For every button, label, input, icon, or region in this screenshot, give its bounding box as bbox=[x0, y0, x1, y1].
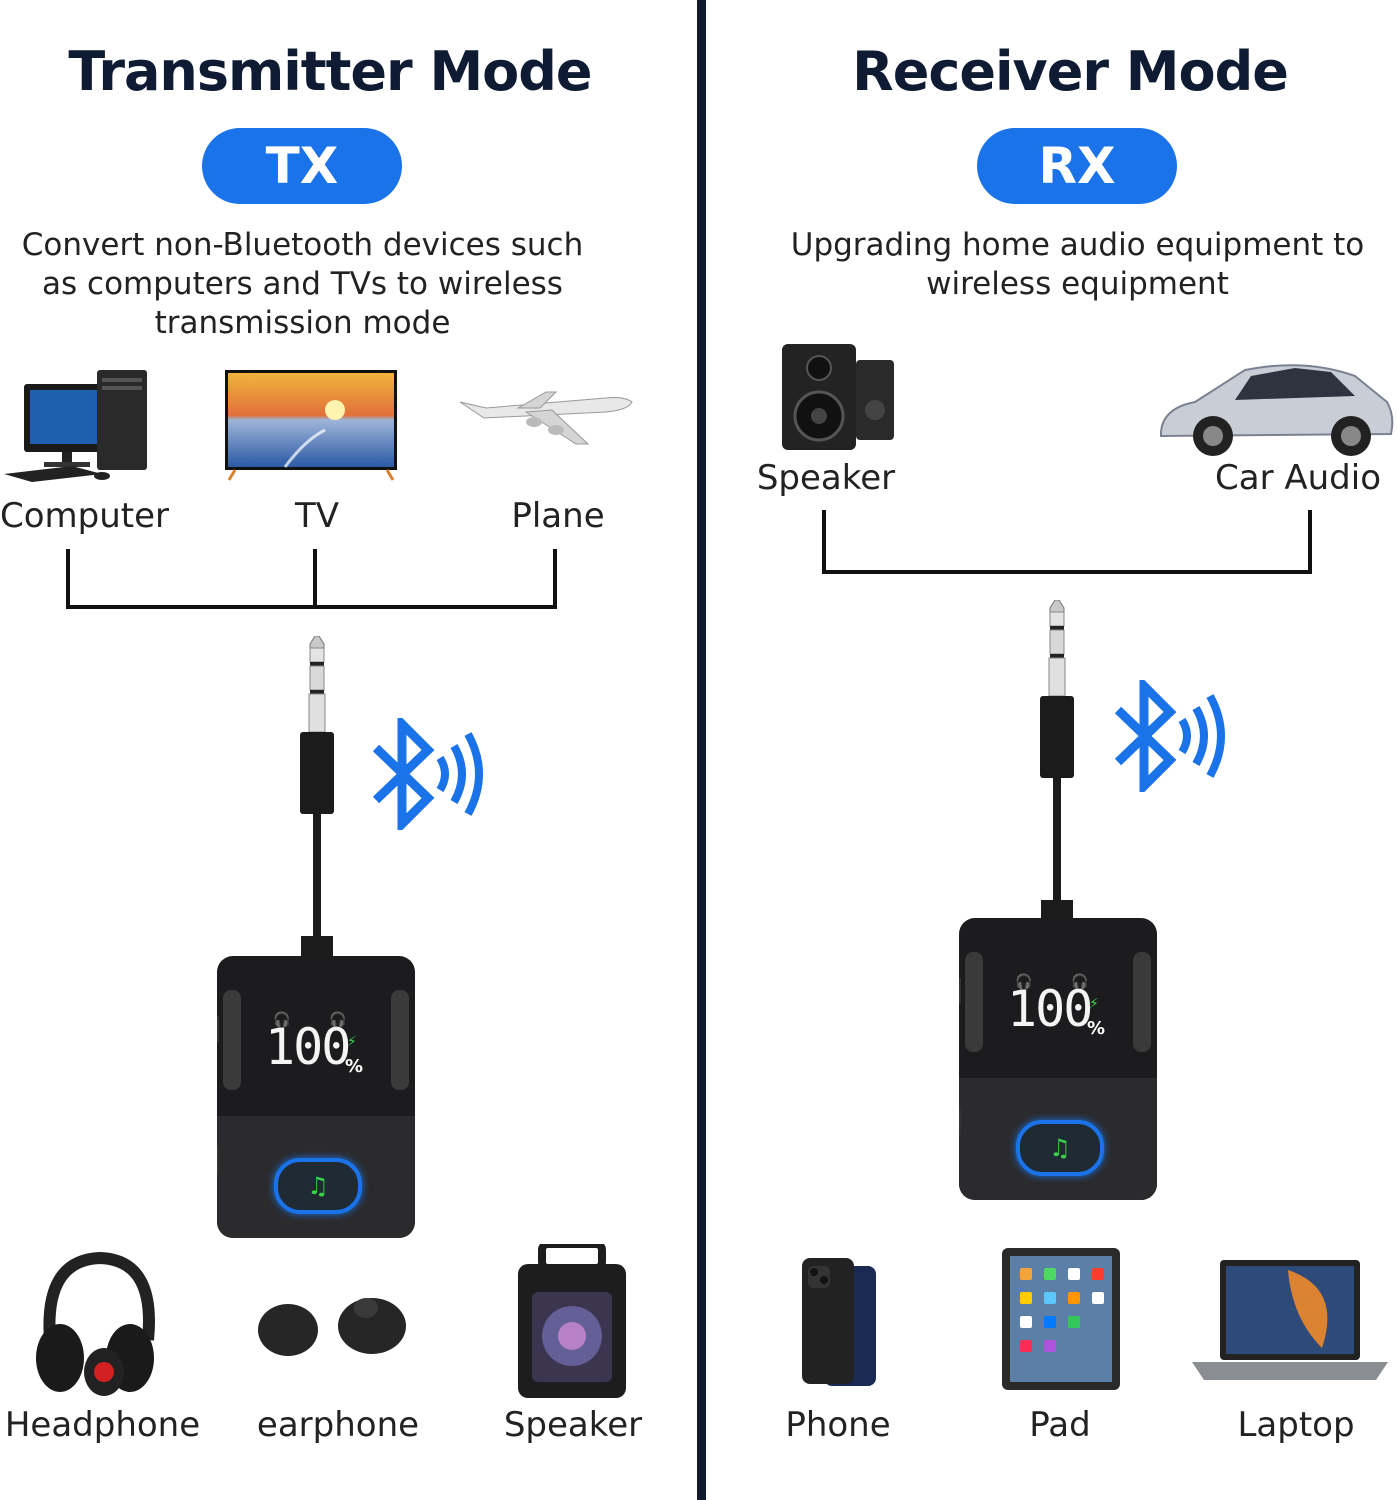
bluetooth-icon bbox=[1114, 680, 1225, 792]
rx-description: Upgrading home audio equipment to wirele… bbox=[790, 227, 1365, 302]
headphone-2-indicator-icon: 🎧 bbox=[329, 1012, 347, 1028]
tx-device: 100 🎧 🎧 ⚡ % ♫ bbox=[217, 956, 415, 1238]
tx-title: Transmitter Mode bbox=[68, 40, 592, 103]
phone-icon bbox=[802, 1258, 876, 1386]
tx-badge: TX bbox=[202, 128, 402, 204]
rx-output-pad: Pad bbox=[1029, 1405, 1091, 1445]
rx-source-speaker: Speaker bbox=[756, 458, 896, 498]
call-music-button[interactable]: ♫ bbox=[274, 1158, 362, 1214]
tv-icon bbox=[225, 370, 397, 481]
bluetooth-icon bbox=[372, 718, 483, 830]
tx-source-bracket bbox=[66, 549, 557, 609]
laptop-icon bbox=[1192, 1260, 1388, 1380]
tx-output-headphone: Headphone bbox=[4, 1405, 201, 1445]
rx-device: 100 🎧 🎧 ⚡ % ♫ bbox=[959, 918, 1157, 1200]
plane-icon bbox=[459, 391, 633, 445]
tx-source-computer: Computer bbox=[0, 496, 170, 536]
rx-audio-jack bbox=[1040, 600, 1074, 920]
call-music-button[interactable]: ♫ bbox=[1016, 1120, 1104, 1176]
rx-title: Receiver Mode bbox=[852, 40, 1289, 103]
tx-audio-jack bbox=[300, 636, 334, 956]
charging-icon: ⚡ bbox=[1089, 996, 1099, 1012]
call-music-icon: ♫ bbox=[307, 1172, 329, 1200]
rx-source-car-audio: Car Audio bbox=[1215, 458, 1381, 498]
tx-output-speaker: Speaker bbox=[503, 1405, 643, 1445]
portable-speaker-icon bbox=[518, 1244, 626, 1398]
center-divider bbox=[697, 0, 706, 1500]
tx-source-plane: Plane bbox=[511, 496, 605, 536]
tablet-icon bbox=[1002, 1248, 1120, 1390]
headphone-1-indicator-icon: 🎧 bbox=[1015, 974, 1033, 990]
tx-description: Convert non-Bluetooth devices such as co… bbox=[21, 227, 584, 341]
tx-output-earphone: earphone bbox=[256, 1405, 420, 1445]
rx-source-bracket bbox=[822, 510, 1312, 574]
headphone-1-indicator-icon: 🎧 bbox=[273, 1012, 291, 1028]
tx-source-tv: TV bbox=[294, 496, 340, 536]
battery-display: 100 bbox=[265, 1018, 351, 1076]
percent-sign: % bbox=[345, 1056, 364, 1077]
battery-display: 100 bbox=[1007, 980, 1093, 1038]
rx-output-phone: Phone bbox=[785, 1405, 891, 1445]
rx-output-laptop: Laptop bbox=[1237, 1405, 1355, 1445]
headphone-2-indicator-icon: 🎧 bbox=[1071, 974, 1089, 990]
call-music-icon: ♫ bbox=[1049, 1134, 1071, 1162]
rx-badge: RX bbox=[977, 128, 1177, 204]
computer-icon bbox=[4, 370, 147, 482]
earphone-icon bbox=[258, 1298, 406, 1356]
charging-icon: ⚡ bbox=[347, 1034, 357, 1050]
headphone-icon bbox=[36, 1251, 155, 1396]
car-icon bbox=[1160, 364, 1394, 456]
percent-sign: % bbox=[1087, 1018, 1106, 1039]
speaker-icon bbox=[782, 344, 894, 450]
